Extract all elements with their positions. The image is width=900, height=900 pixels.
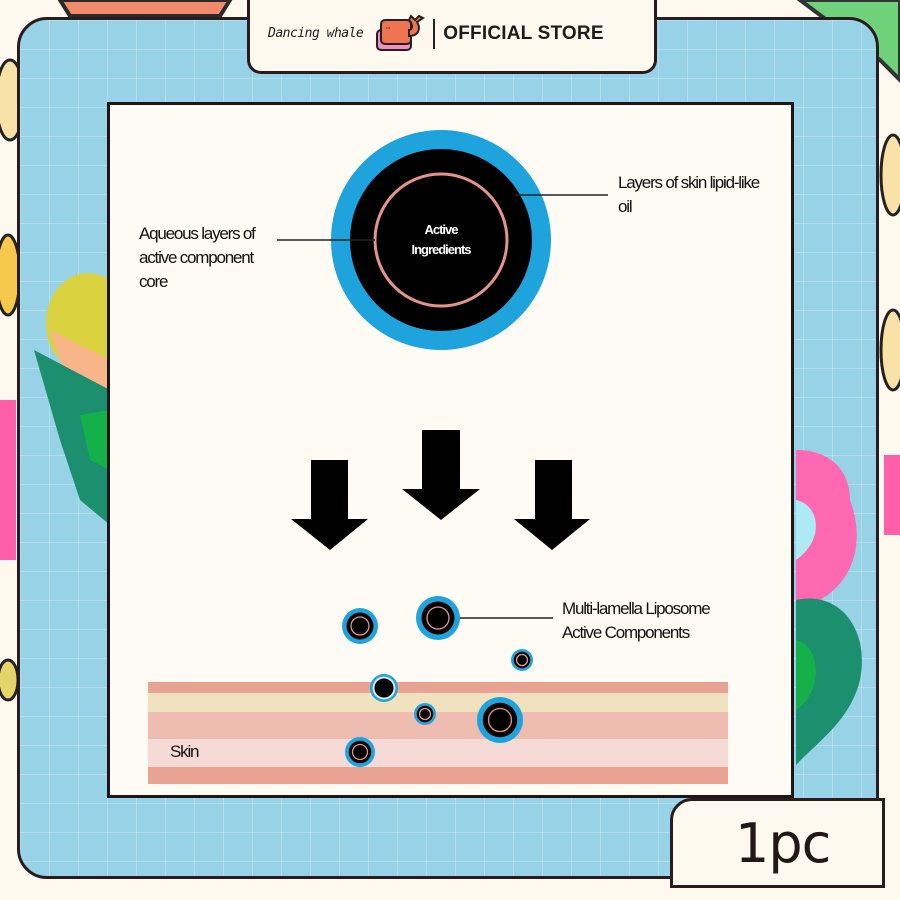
right-pink-stripe [884, 455, 900, 535]
liposome-inner-ring [418, 707, 432, 721]
small-liposome [414, 703, 436, 725]
skin-layer [148, 693, 728, 712]
pink-flower [796, 450, 857, 605]
quantity-label: 1pc [735, 812, 831, 875]
store-header: Dancing whale ••• OFFICIAL STORE [247, 0, 657, 74]
small-liposomes [342, 596, 533, 767]
down-arrow-icon [402, 430, 480, 520]
liposome-core [482, 702, 518, 738]
skin-layers [148, 682, 728, 784]
green-brush [34, 350, 110, 525]
left-pink-stripe [0, 400, 16, 560]
lipid-layer-label: Layers of skin lipid-like oil [618, 171, 760, 219]
down-arrow-icon [514, 460, 590, 550]
top-left-doodle [57, 0, 233, 18]
liposome-core [421, 601, 455, 635]
liposome-label-line: Multi-lamella Liposome [562, 599, 711, 618]
brand-name: Dancing whale [268, 26, 364, 41]
liposome-inner-ring [350, 616, 370, 636]
liposome-core [372, 676, 396, 700]
official-store-label: OFFICIAL STORE [443, 22, 604, 44]
liposome-inner-ring [515, 653, 529, 667]
small-liposome [416, 596, 460, 640]
small-liposome [477, 697, 523, 743]
aqueous-label: Aqueous layers of active component core [139, 222, 256, 294]
liposome-inner-ring [487, 707, 513, 733]
green-leaf-right [796, 598, 862, 765]
aqueous-label-line: core [139, 272, 168, 291]
bright-green-brush [80, 410, 110, 470]
header-divider [433, 18, 436, 49]
core-label-line: Ingredients [411, 242, 471, 257]
bright-green-leaf-right [796, 640, 816, 710]
whale-logo-icon: ••• [376, 13, 426, 51]
skin-layer [148, 767, 728, 784]
aqueous-label-line: active component [139, 248, 254, 267]
svg-text:•••: ••• [386, 25, 391, 30]
small-liposome [511, 649, 533, 671]
core-label-line: Active [424, 222, 458, 237]
skin-layer [148, 712, 728, 739]
liposome-label: Multi-lamella Liposome Active Components [562, 597, 711, 645]
skin-label: Skin [170, 742, 199, 761]
skin-layer [148, 739, 728, 767]
liposome-inner-ring [426, 606, 450, 630]
small-liposome [342, 608, 378, 644]
aqueous-label-line: Aqueous layers of [139, 224, 256, 243]
down-arrow-icon [291, 460, 368, 550]
small-liposome [345, 737, 375, 767]
lipid-label-line: oil [618, 197, 633, 216]
active-ingredients-liposome [331, 130, 551, 350]
right-face-doodle [879, 133, 900, 217]
flower-center [796, 500, 816, 560]
liposome-label-line: Active Components [562, 623, 690, 642]
right-face-doodle-2 [879, 308, 900, 392]
core-fill [350, 149, 532, 331]
liposome-inner-ring [351, 743, 369, 761]
skin-layer [148, 682, 728, 693]
lipid-label-line: Layers of skin lipid-like [618, 173, 760, 192]
small-liposome [370, 674, 398, 702]
core-label: Active Ingredients [391, 220, 491, 260]
frame-decor [34, 273, 862, 765]
quantity-tab [670, 798, 885, 888]
